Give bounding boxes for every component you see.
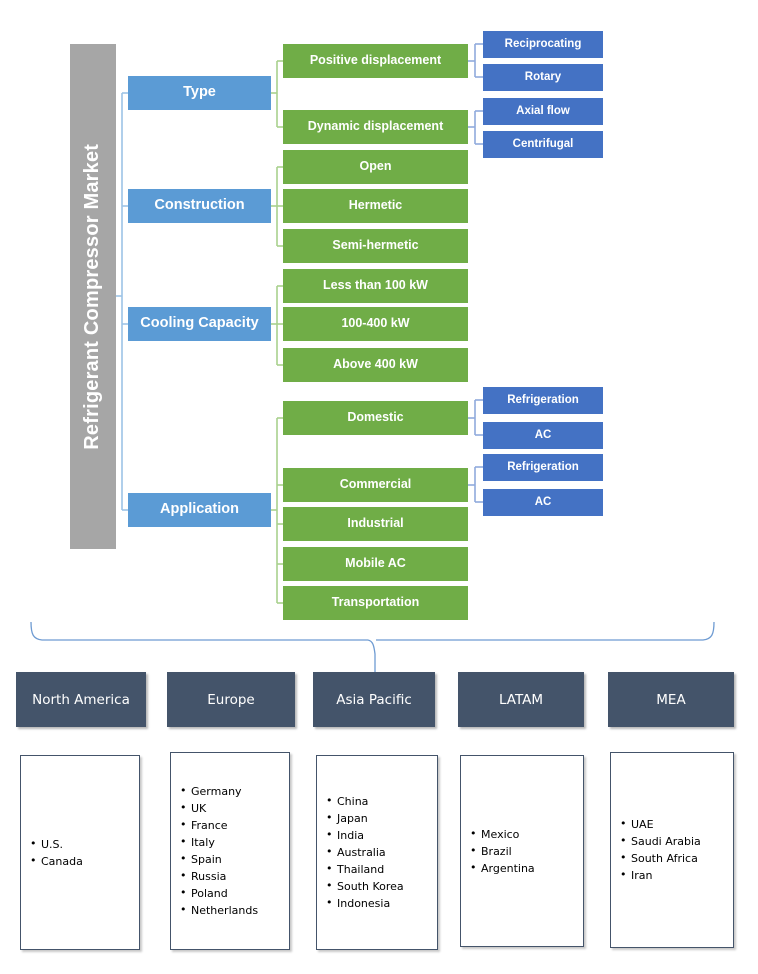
region-list-asia-pacific: ChinaJapanIndiaAustraliaThailandSouth Ko…: [316, 755, 438, 950]
country-list-item: Indonesia: [326, 894, 437, 912]
category-node-application[interactable]: Application: [128, 493, 271, 527]
country-list-item: Poland: [180, 884, 289, 902]
region-header-asia-pacific[interactable]: Asia Pacific: [313, 672, 435, 727]
country-list-item: Saudi Arabia: [620, 832, 733, 850]
subsegment-node-100-400-kw[interactable]: 100-400 kW: [283, 307, 468, 341]
subsegment-node-transportation[interactable]: Transportation: [283, 586, 468, 620]
region-header-mea[interactable]: MEA: [608, 672, 734, 727]
subsegment-node-hermetic[interactable]: Hermetic: [283, 189, 468, 223]
root-market-node: Refrigerant Compressor Market: [70, 44, 116, 549]
country-list-item: UAE: [620, 815, 733, 833]
leaf-node-domestic-ac[interactable]: AC: [483, 422, 603, 449]
leaf-node-commercial-ac[interactable]: AC: [483, 489, 603, 516]
root-market-label: Refrigerant Compressor Market: [81, 143, 104, 450]
region-header-latam[interactable]: LATAM: [458, 672, 584, 727]
region-list-mea: UAESaudi ArabiaSouth AfricaIran: [610, 752, 734, 948]
country-list-item: Japan: [326, 809, 437, 827]
country-list-item: Thailand: [326, 860, 437, 878]
leaf-node-reciprocating[interactable]: Reciprocating: [483, 31, 603, 58]
country-list-item: India: [326, 826, 437, 844]
country-list-item: Mexico: [470, 825, 583, 843]
country-list-item: South Korea: [326, 877, 437, 895]
subsegment-node-above-400-kw[interactable]: Above 400 kW: [283, 348, 468, 382]
country-list-europe: GermanyUKFranceItalySpainRussiaPolandNet…: [171, 782, 289, 919]
subsegment-node-domestic[interactable]: Domestic: [283, 401, 468, 435]
leaf-node-centrifugal[interactable]: Centrifugal: [483, 131, 603, 158]
region-list-europe: GermanyUKFranceItalySpainRussiaPolandNet…: [170, 752, 290, 950]
country-list-item: Iran: [620, 866, 733, 884]
country-list-item: China: [326, 792, 437, 810]
country-list-item: Spain: [180, 850, 289, 868]
leaf-node-domestic-refrigeration[interactable]: Refrigeration: [483, 387, 603, 414]
leaf-node-rotary[interactable]: Rotary: [483, 64, 603, 91]
region-list-north-america: U.S.Canada: [20, 755, 140, 950]
region-header-north-america[interactable]: North America: [16, 672, 146, 727]
subsegment-node-dynamic-displacement[interactable]: Dynamic displacement: [283, 110, 468, 144]
subsegment-node-commercial[interactable]: Commercial: [283, 468, 468, 502]
country-list-item: Canada: [30, 852, 139, 870]
subsegment-node-semi-hermetic[interactable]: Semi-hermetic: [283, 229, 468, 263]
subsegment-node-open[interactable]: Open: [283, 150, 468, 184]
subsegment-node-industrial[interactable]: Industrial: [283, 507, 468, 541]
leaf-node-axial-flow[interactable]: Axial flow: [483, 98, 603, 125]
country-list-north-america: U.S.Canada: [21, 835, 139, 870]
country-list-mea: UAESaudi ArabiaSouth AfricaIran: [611, 815, 733, 884]
country-list-latam: MexicoBrazilArgentina: [461, 825, 583, 877]
subsegment-node-positive-displacement[interactable]: Positive displacement: [283, 44, 468, 78]
country-list-item: Australia: [326, 843, 437, 861]
country-list-item: Brazil: [470, 842, 583, 860]
country-list-item: Netherlands: [180, 901, 289, 919]
subsegment-node-less-than-100-kw[interactable]: Less than 100 kW: [283, 269, 468, 303]
country-list-item: Germany: [180, 782, 289, 800]
subsegment-node-mobile-ac[interactable]: Mobile AC: [283, 547, 468, 581]
region-header-europe[interactable]: Europe: [167, 672, 295, 727]
country-list-item: Argentina: [470, 859, 583, 877]
category-node-construction[interactable]: Construction: [128, 189, 271, 223]
region-list-latam: MexicoBrazilArgentina: [460, 755, 584, 947]
leaf-node-commercial-refrigeration[interactable]: Refrigeration: [483, 454, 603, 481]
country-list-asia-pacific: ChinaJapanIndiaAustraliaThailandSouth Ko…: [317, 792, 437, 912]
country-list-item: Italy: [180, 833, 289, 851]
country-list-item: France: [180, 816, 289, 834]
category-node-type[interactable]: Type: [128, 76, 271, 110]
country-list-item: U.S.: [30, 835, 139, 853]
category-node-cooling-capacity[interactable]: Cooling Capacity: [128, 307, 271, 341]
country-list-item: South Africa: [620, 849, 733, 867]
country-list-item: UK: [180, 799, 289, 817]
country-list-item: Russia: [180, 867, 289, 885]
